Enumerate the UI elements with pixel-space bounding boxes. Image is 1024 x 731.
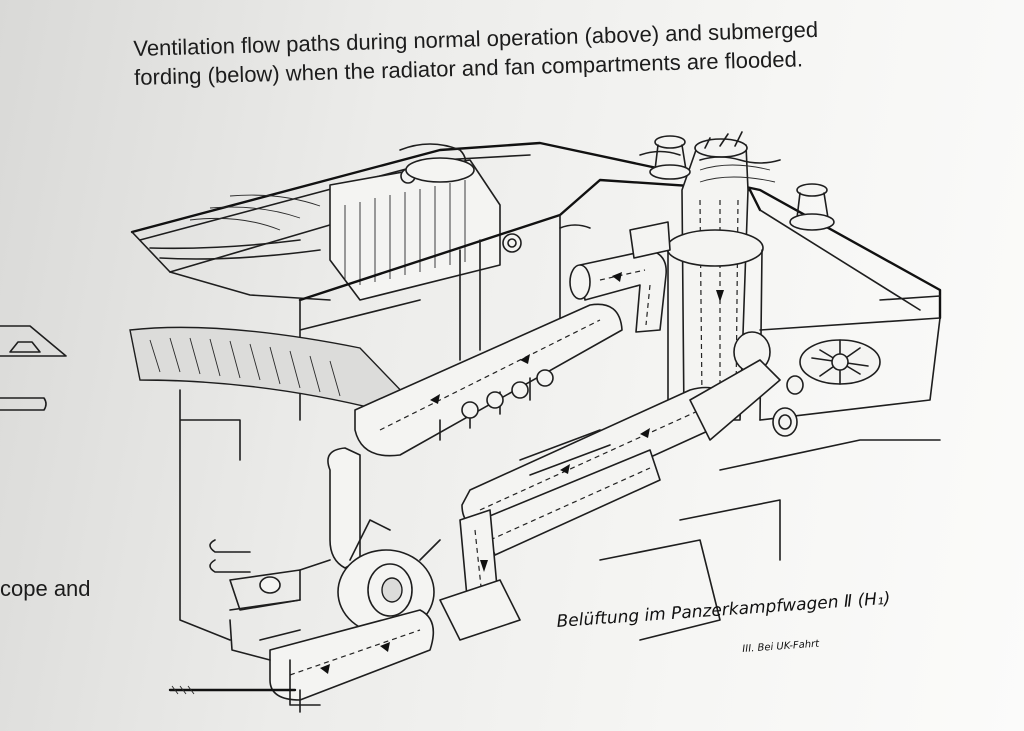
hull-upper-deck xyxy=(130,141,942,320)
adjacent-page-text: cope and xyxy=(0,576,91,601)
elbow-intake-pipe xyxy=(569,221,671,333)
cooling-fan-right xyxy=(689,317,941,441)
hull-right-edge xyxy=(599,209,941,641)
engine-compartment-wall xyxy=(129,178,762,641)
bottom-outlet-duct xyxy=(168,609,435,713)
front-blower-housing xyxy=(327,447,521,641)
water-lines xyxy=(559,150,781,229)
intake-stack xyxy=(666,131,776,421)
mushroom-vents xyxy=(649,135,835,231)
adjacent-figure-fragment xyxy=(0,325,67,411)
lower-left-frame xyxy=(209,539,331,661)
upper-air-duct xyxy=(354,303,623,457)
lower-air-duct xyxy=(461,386,731,556)
